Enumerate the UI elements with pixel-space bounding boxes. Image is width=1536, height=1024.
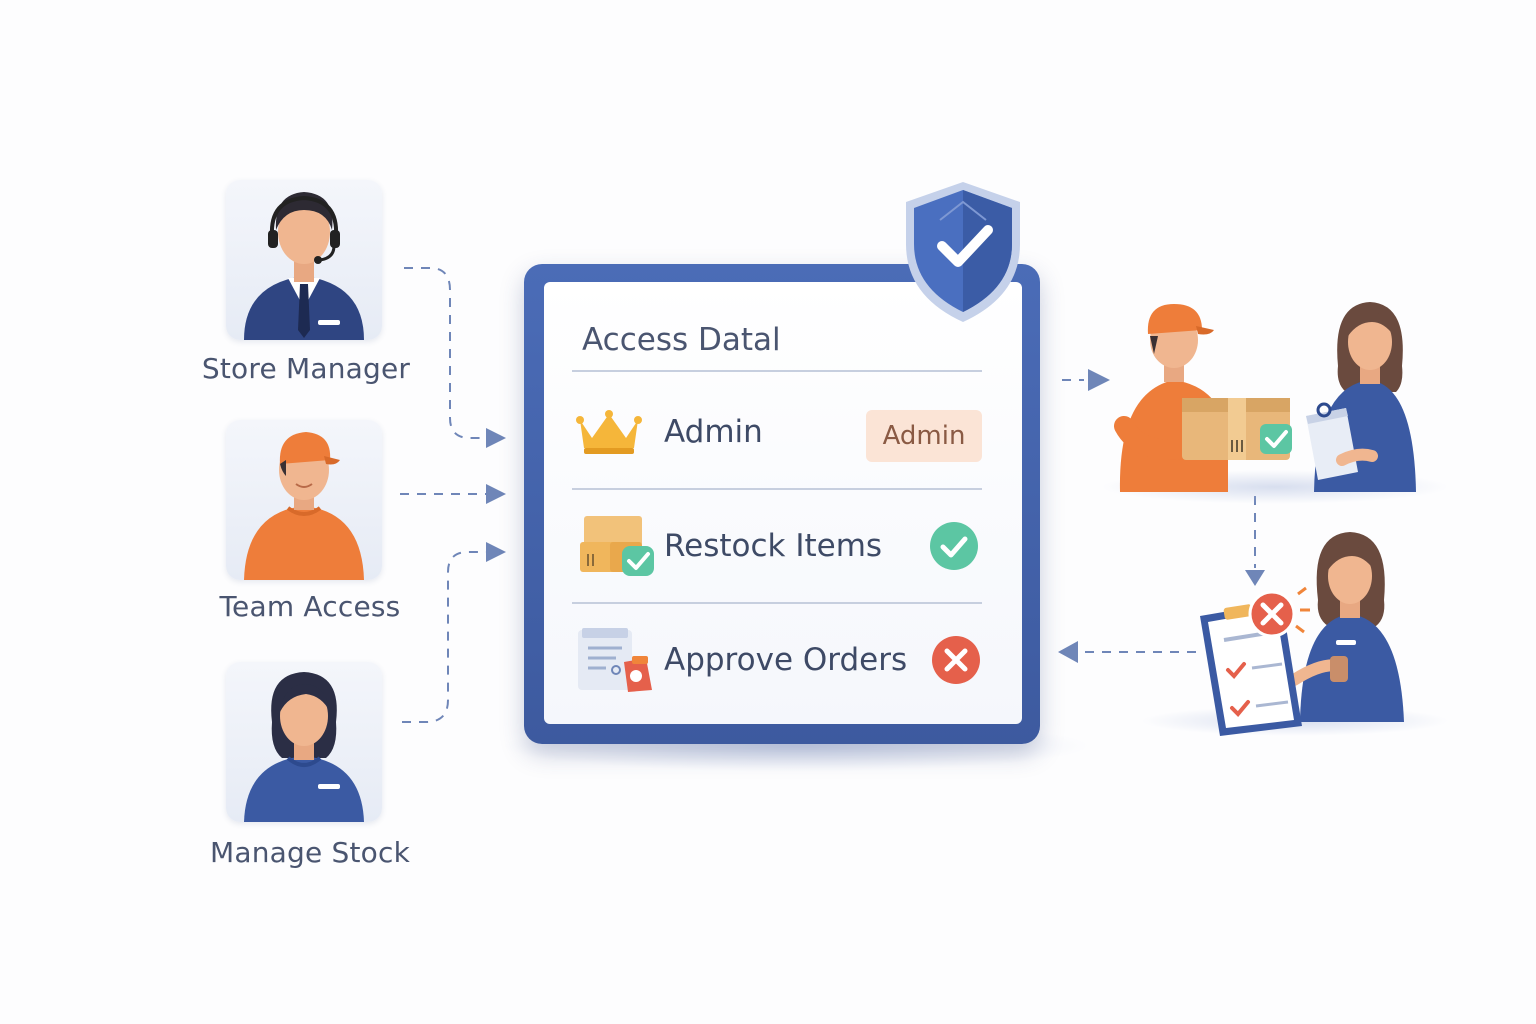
order-checklist-illustration [1200, 532, 1404, 736]
connector-manage-stock [402, 551, 486, 723]
crown-icon [576, 410, 642, 454]
arrowhead-delivery [1088, 369, 1110, 391]
role-label-manage-stock: Manage Stock [209, 836, 410, 869]
arrowhead-store-manager [486, 428, 506, 448]
row-label-approve-orders: Approve Orders [664, 642, 908, 678]
arrowhead-panel-return [1058, 641, 1078, 663]
row-label-admin: Admin [664, 414, 763, 450]
orange-cap-worker-icon [244, 432, 364, 580]
delivery-handoff-illustration [1114, 302, 1416, 492]
panel-title: Access Datal [582, 322, 781, 358]
denied-x-icon [932, 636, 980, 684]
allowed-check-icon [930, 522, 978, 570]
orders-document-icon [578, 628, 652, 692]
row-divider-2 [572, 602, 982, 604]
connector-store-manager [404, 267, 486, 439]
admin-role-badge: Admin [866, 410, 982, 462]
role-card-store-manager [226, 180, 382, 340]
row-divider-1 [572, 488, 982, 490]
arrowhead-manage-stock [486, 542, 506, 562]
row-label-restock-items: Restock Items [664, 528, 883, 564]
boxes-icon [580, 516, 654, 576]
role-card-manage-stock [226, 662, 382, 822]
headset-manager-icon [244, 192, 364, 340]
shield-check-icon [906, 182, 1020, 322]
role-label-team-access: Team Access [219, 590, 401, 623]
role-label-store-manager: Store Manager [201, 352, 411, 385]
staff-woman-icon [244, 672, 364, 822]
arrowhead-team-access [486, 484, 506, 504]
title-divider [572, 370, 982, 372]
role-card-team-access [226, 420, 382, 580]
arrowhead-checklist [1245, 570, 1265, 586]
